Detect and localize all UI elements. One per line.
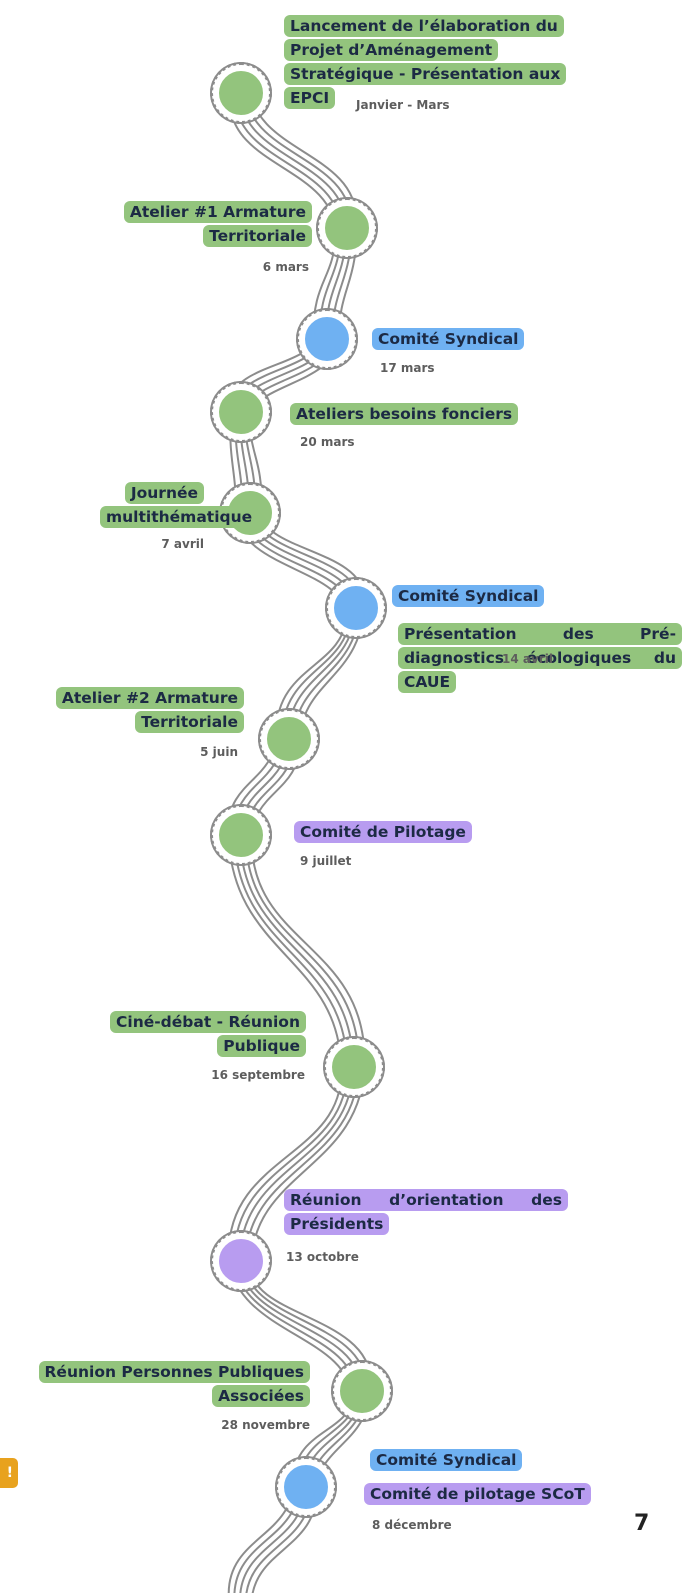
event-10-title: Réunion d’orientation des Présidents (284, 1188, 568, 1236)
event-3-title: Comité Syndical (372, 327, 572, 351)
node-4 (210, 381, 272, 443)
event-4-date: 20 mars (300, 435, 355, 449)
node-10 (210, 1230, 272, 1292)
node-8 (210, 804, 272, 866)
event-12-title: Comité Syndical (370, 1448, 570, 1472)
event-1-date: Janvier - Mars (356, 98, 450, 112)
node-2 (316, 197, 378, 259)
node-1 (210, 62, 272, 124)
node-9 (323, 1036, 385, 1098)
event-2-title: Atelier #1 Armature Territoriale (100, 200, 312, 248)
event-5-title: Journée multithématique (100, 481, 259, 529)
node-3 (296, 308, 358, 370)
event-12-date: 8 décembre (372, 1518, 452, 1532)
event-3-date: 17 mars (380, 361, 435, 375)
node-12 (275, 1456, 337, 1518)
event-1-title: Lancement de l’élaboration du Projet d’A… (284, 14, 600, 110)
event-10-date: 13 octobre (286, 1250, 359, 1264)
warning-marker: ! (0, 1458, 18, 1488)
node-6 (325, 577, 387, 639)
event-6-date: 14 avril (502, 652, 553, 666)
event-11-date: 28 novembre (221, 1418, 310, 1432)
event-7-title: Atelier #2 Armature Territoriale (34, 686, 244, 734)
event-6-subtitle: Présentation des Pré-diagnostics écologi… (398, 622, 682, 694)
event-5-date: 7 avril (161, 537, 204, 551)
node-7 (258, 708, 320, 770)
event-9-date: 16 septembre (211, 1068, 305, 1082)
event-2-date: 6 mars (262, 260, 309, 274)
event-4-title: Ateliers besoins fonciers (290, 402, 570, 426)
event-7-date: 5 juin (200, 745, 238, 759)
event-9-title: Ciné-débat - Réunion Publique (80, 1010, 306, 1058)
page-number: 7 (634, 1511, 650, 1536)
event-11-title: Réunion Personnes Publiques Associées (0, 1360, 310, 1408)
node-11 (331, 1360, 393, 1422)
event-12-subtitle: Comité de pilotage SCoT (364, 1482, 644, 1506)
event-6-title: Comité Syndical (392, 584, 592, 608)
event-8-date: 9 juillet (300, 854, 352, 868)
event-8-title: Comité de Pilotage (294, 820, 554, 844)
